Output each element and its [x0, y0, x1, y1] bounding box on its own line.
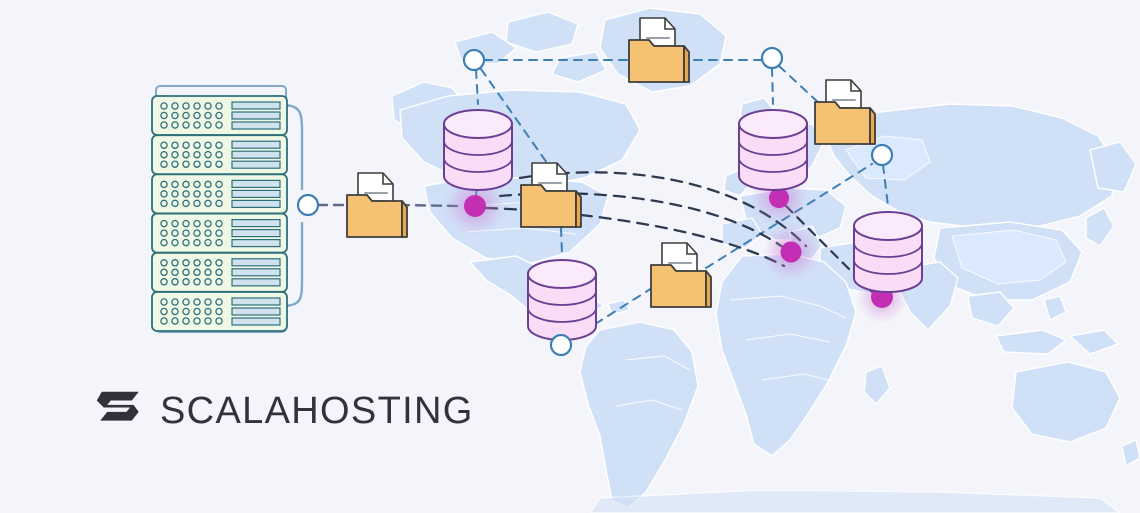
- folders: [346, 17, 876, 308]
- folder-west-coast[interactable]: [346, 172, 408, 238]
- server-unit[interactable]: [151, 134, 288, 176]
- link-node-ne-to-db-asia: [771, 67, 774, 105]
- database-asia-east[interactable]: [853, 211, 923, 293]
- folder-atlantic[interactable]: [650, 242, 712, 308]
- marker-dot: [769, 188, 789, 208]
- folder-center[interactable]: [520, 162, 582, 228]
- node-south[interactable]: [549, 333, 573, 357]
- server-rack[interactable]: [151, 85, 304, 333]
- server-unit[interactable]: [151, 251, 288, 293]
- database-asia-north[interactable]: [738, 109, 808, 191]
- marker-dot: [780, 241, 802, 263]
- link-center-to-db-south: [560, 227, 563, 255]
- server-unit[interactable]: [151, 95, 288, 136]
- scalahosting-s-mark-icon: [96, 391, 139, 421]
- link-node-east-to-db-asiaeast: [882, 164, 889, 207]
- server-unit[interactable]: [151, 212, 288, 254]
- node-northwest[interactable]: [462, 48, 486, 72]
- marker-usa-west[interactable]: [443, 176, 507, 236]
- node-east[interactable]: [870, 143, 894, 167]
- folder-arctic-top[interactable]: [628, 17, 690, 83]
- folder-far-east[interactable]: [814, 79, 876, 145]
- marker-dot: [464, 195, 486, 217]
- link-node-nw-to-center-folder: [480, 68, 553, 171]
- node-northeast[interactable]: [760, 46, 784, 70]
- databases: [443, 109, 923, 341]
- server-unit[interactable]: [151, 291, 288, 332]
- network-nodes: [296, 46, 894, 357]
- server-units: [151, 95, 288, 332]
- marker-europe-central[interactable]: [762, 222, 820, 282]
- brand-name: SCALAHOSTING: [160, 390, 474, 432]
- link-node-ne-to-folder-fareast: [778, 65, 821, 105]
- node-rack-connector[interactable]: [296, 193, 320, 217]
- database-north-america-south[interactable]: [527, 259, 597, 341]
- link-node-nw-to-db-na: [475, 69, 479, 105]
- database-north-america-north[interactable]: [443, 109, 513, 191]
- server-unit[interactable]: [151, 173, 288, 215]
- brand-lockup: SCALAHOSTING: [88, 383, 474, 439]
